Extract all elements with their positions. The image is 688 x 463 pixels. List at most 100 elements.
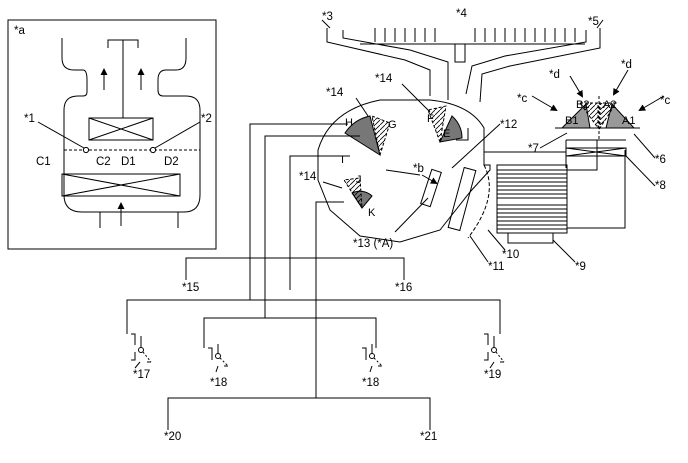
sensor-13	[420, 168, 442, 208]
inset-label-c2: C2	[96, 156, 111, 168]
label-a2: A2	[603, 99, 616, 111]
label-f: F	[427, 113, 434, 125]
label-i: I	[341, 154, 344, 166]
sensor-rod	[385, 169, 421, 176]
leader-6	[633, 133, 656, 159]
line-18	[203, 317, 377, 348]
callout-13: *13 (*A)	[353, 238, 393, 250]
callout-12: *12	[500, 119, 517, 131]
callout-8: *8	[655, 180, 666, 192]
callout-19: *19	[484, 369, 501, 381]
vent-18-left	[208, 344, 229, 373]
leader-12	[451, 123, 501, 169]
damper-h	[344, 115, 381, 157]
inset-label-d1: D1	[121, 156, 136, 168]
arrow-d-left	[569, 75, 584, 98]
callout-16: *16	[395, 282, 412, 294]
leader-9	[552, 239, 576, 263]
callout-17: *17	[133, 369, 150, 381]
callout-d-left: *d	[549, 69, 560, 81]
inset-lower-core	[61, 173, 181, 197]
inset-callout-a: *a	[14, 25, 25, 37]
inset-label-c1: C1	[36, 156, 51, 168]
callout-14c: *14	[299, 171, 317, 183]
arrow-d-right	[612, 69, 629, 96]
blower-9: *9	[496, 140, 626, 273]
callout-4: *4	[456, 8, 467, 20]
leader-13	[394, 197, 429, 233]
leader-14c	[322, 181, 343, 189]
callout-7: *7	[528, 143, 539, 155]
damper-j	[343, 177, 363, 209]
callout-6: *6	[655, 154, 666, 166]
line-from-i	[289, 155, 350, 290]
label-e: E	[443, 128, 450, 140]
intake-door-b2	[579, 102, 599, 130]
blower-duct	[567, 140, 626, 229]
line-from-g	[264, 135, 360, 318]
inset-callout-1: *1	[24, 113, 35, 125]
vent-19	[484, 333, 505, 369]
duct-left-outlet	[326, 28, 431, 96]
callout-9: *9	[575, 261, 586, 273]
outlet-ducts: *3 *4 *5	[321, 8, 604, 103]
leader-14b	[401, 83, 431, 113]
label-j: J	[356, 174, 362, 186]
line-20-21	[167, 397, 431, 424]
callout-20: *20	[164, 431, 181, 443]
label-b1: B1	[565, 115, 578, 127]
arrow-c-right	[638, 95, 665, 112]
callout-18-left: *18	[210, 377, 227, 389]
label-g: G	[388, 119, 397, 131]
inset-panel: *a *1 *2 C1 C2 D1 D2	[7, 19, 217, 250]
label-h: H	[345, 117, 353, 129]
inset-leader-1	[37, 121, 85, 149]
inset-upper-core	[88, 117, 154, 141]
label-k: K	[368, 207, 376, 219]
air-mix-housing: H G I F E J K *14 *14 *14 *13 (*A) *b *1…	[299, 73, 519, 273]
callout-14a: *14	[326, 87, 344, 99]
callout-3: *3	[322, 11, 333, 23]
callout-c-left: *c	[517, 93, 527, 105]
inset-duct-outline	[61, 38, 201, 213]
callout-10: *10	[502, 249, 519, 261]
callout-15: *15	[182, 282, 199, 294]
leader-3	[321, 19, 331, 29]
inset-leader-2	[154, 121, 201, 149]
housing-outline	[317, 99, 491, 243]
duct-right-outlet-inner	[479, 28, 601, 103]
callout-d-right: *d	[621, 59, 632, 71]
inset-sensor-2	[149, 146, 157, 154]
callout-18-right: *18	[362, 377, 379, 389]
evaporator-11	[447, 166, 477, 232]
line-from-j	[315, 201, 344, 258]
inset-bottom-inlet	[99, 212, 179, 228]
arrow-c-left	[531, 95, 558, 112]
leader-8	[625, 155, 656, 187]
damper-g	[371, 115, 391, 156]
leader-7	[539, 132, 568, 149]
leader-10	[487, 229, 506, 251]
callout-21: *21	[420, 431, 437, 443]
intake-assembly: B1 B2 A2 A1 *c *c *d *d *7 *6 *8	[517, 59, 670, 192]
intake-filter-8	[565, 147, 627, 157]
line-from-e	[456, 128, 469, 141]
damper-e	[439, 115, 463, 143]
callout-11: *11	[488, 261, 504, 273]
line-17-19	[126, 299, 501, 334]
inset-label-d2: D2	[164, 156, 179, 168]
callout-14b: *14	[375, 73, 393, 85]
duct-right-outlet	[465, 30, 587, 95]
vent-17	[131, 333, 152, 369]
blower-fan-blades	[497, 169, 567, 230]
intake-door-a2	[599, 102, 617, 130]
inset-sensor-1	[82, 146, 90, 154]
callout-5: *5	[588, 16, 599, 28]
line-from-h	[249, 123, 348, 300]
blower-motor	[507, 232, 554, 244]
leader-5	[596, 19, 604, 29]
arrow-b	[421, 174, 438, 184]
blower-fan	[496, 164, 568, 234]
branch-lines: *15 *16 *20 *21	[126, 123, 566, 443]
